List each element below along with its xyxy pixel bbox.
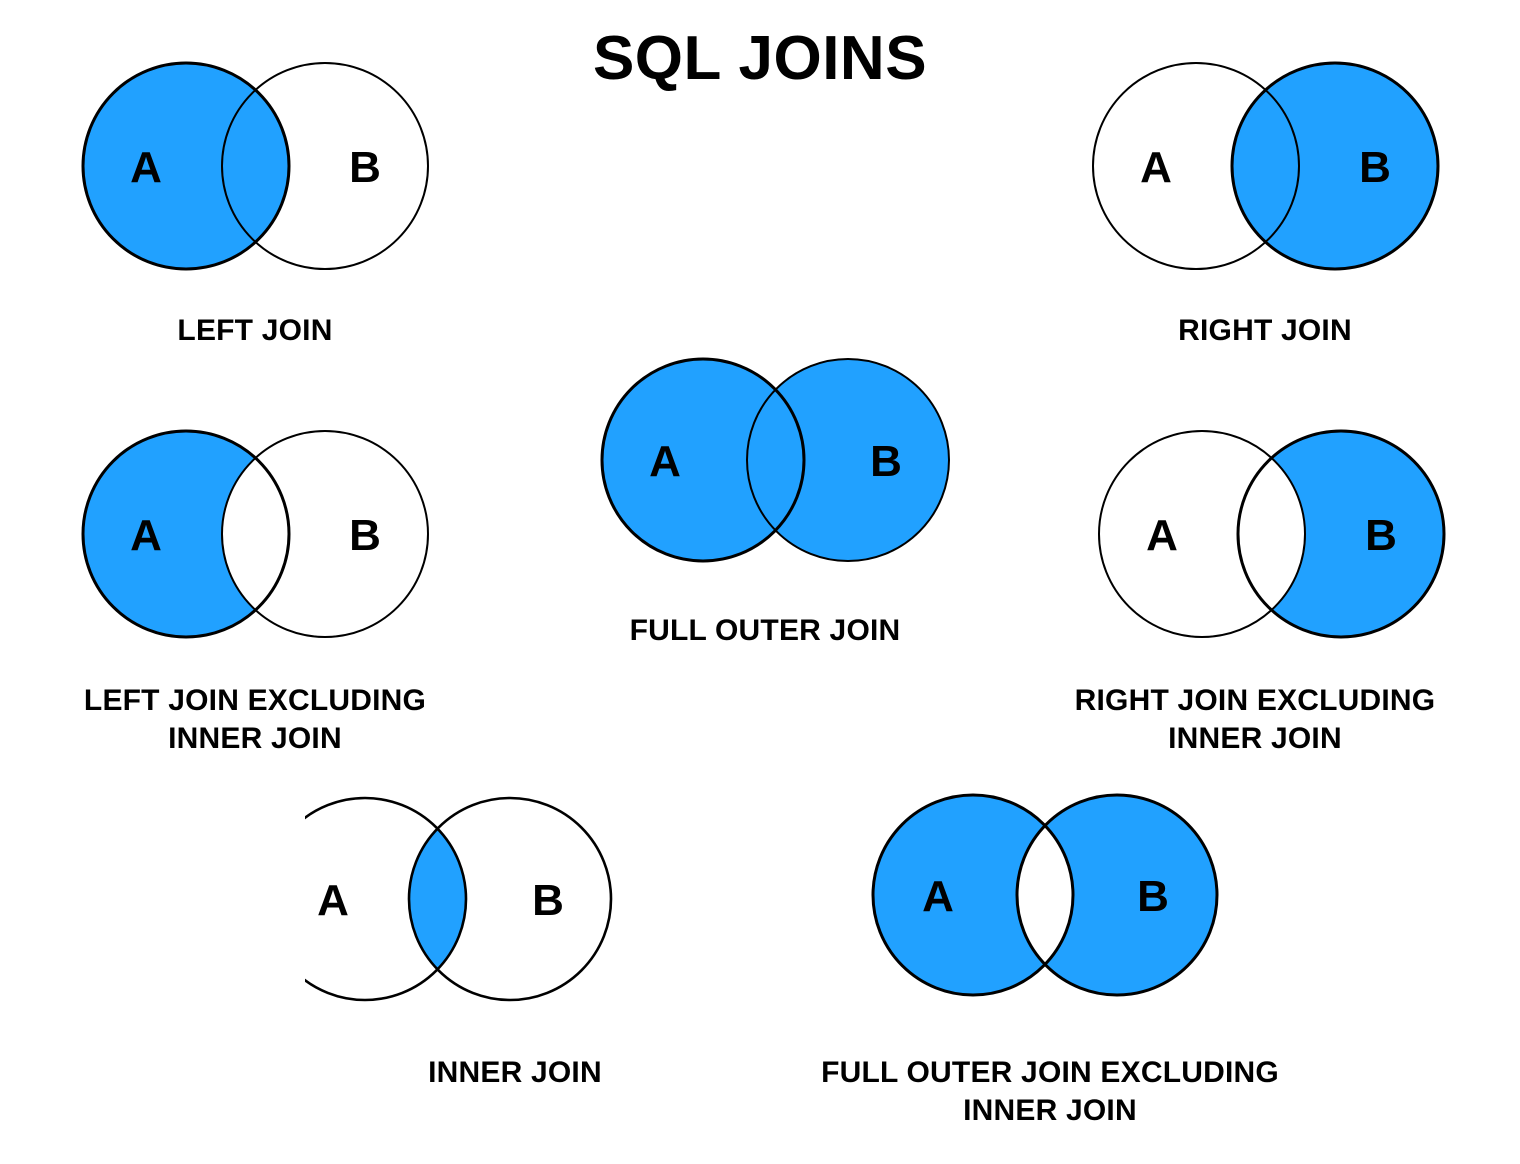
- set-a-label: A: [649, 437, 681, 486]
- circle-b-outline: [221, 62, 429, 270]
- symmetric-difference-fill: [760, 788, 1340, 1038]
- venn-left-join-excluding: A B: [30, 418, 480, 668]
- venn-right-join-excluding: A B: [1020, 418, 1490, 668]
- caption-line: LEFT JOIN EXCLUDING: [83, 684, 427, 717]
- circle-b-outline: [746, 358, 950, 562]
- caption-line: RIGHT JOIN: [1178, 314, 1352, 347]
- caption-line: INNER JOIN: [168, 722, 342, 756]
- page-title: SQL JOINS: [592, 24, 928, 93]
- caption-full-outer-join-excluding-inner-join: FULL OUTER JOIN EXCLUDING INNER JOIN: [760, 1054, 1340, 1131]
- circle-b-outline: [1230, 61, 1440, 271]
- set-b-label: B: [1137, 872, 1169, 921]
- circle-a-outline: [1092, 62, 1300, 270]
- diagram-left-join-excluding-inner-join: A B LEFT JOIN EXCLUDING INNER JOIN: [30, 418, 480, 759]
- diagram-full-outer-join: A B FULL OUTER JOIN: [555, 348, 975, 650]
- circle-a-outline: [81, 61, 291, 271]
- circle-b-outline: [407, 796, 613, 1002]
- set-b-label: B: [349, 511, 381, 560]
- venn-left-join: A B: [81, 61, 429, 271]
- circle-a-fill: [602, 359, 804, 561]
- diagram-right-join-excluding-inner-join: A B RIGHT JOIN EXCLUDING INNER JOIN: [1020, 418, 1490, 759]
- caption-right-join: RIGHT JOIN: [1055, 312, 1475, 350]
- caption-line: FULL OUTER JOIN EXCLUDING: [821, 1056, 1279, 1089]
- circle-b-outline: [1236, 429, 1446, 639]
- set-b-label: B: [1359, 143, 1391, 192]
- set-a-label: A: [130, 511, 162, 560]
- set-b-label: B: [349, 143, 381, 192]
- circle-a-outline: [305, 796, 468, 1002]
- venn-full-outer-join: A B: [600, 357, 950, 563]
- set-b-label: B: [870, 437, 902, 486]
- set-a-label: A: [922, 872, 954, 921]
- caption-line: LEFT JOIN: [177, 314, 333, 347]
- set-b-label: B: [532, 876, 564, 925]
- circle-a-minus-b-fill: [30, 418, 480, 668]
- caption-inner-join: INNER JOIN: [305, 1054, 725, 1092]
- diagram-full-outer-join-excluding-inner-join: A B FULL OUTER JOIN EXCLUDING INNER JOIN: [760, 788, 1340, 1131]
- circle-a-outline: [871, 793, 1075, 997]
- caption-left-join: LEFT JOIN: [45, 312, 465, 350]
- circle-b-outline: [221, 430, 429, 638]
- caption-line: INNER JOIN: [1168, 722, 1342, 756]
- circle-b-minus-a-fill: [1020, 418, 1490, 668]
- circle-a-outline: [600, 357, 806, 563]
- diagram-inner-join: A B INNER JOIN: [305, 788, 725, 1092]
- diagram-left-join: A B LEFT JOIN: [45, 50, 465, 350]
- caption-line: INNER JOIN: [428, 1056, 602, 1089]
- venn-right-join: A B: [1092, 61, 1440, 271]
- circle-b-outline: [1015, 793, 1219, 997]
- circle-a-outline: [1098, 430, 1306, 638]
- caption-full-outer-join: FULL OUTER JOIN: [555, 612, 975, 650]
- venn-inner-join: A B: [305, 796, 613, 1002]
- set-b-label: B: [1365, 511, 1397, 560]
- diagram-right-join: A B RIGHT JOIN: [1055, 50, 1475, 350]
- set-a-label: A: [1140, 143, 1172, 192]
- set-a-label: A: [1146, 511, 1178, 560]
- circle-b-fill: [747, 359, 949, 561]
- circle-a-outline: [81, 429, 291, 639]
- circle-a-fill: [83, 63, 289, 269]
- caption-left-join-excluding-inner-join: LEFT JOIN EXCLUDING INNER JOIN: [30, 682, 480, 759]
- circle-b-fill: [1232, 63, 1438, 269]
- caption-right-join-excluding-inner-join: RIGHT JOIN EXCLUDING INNER JOIN: [1020, 682, 1490, 759]
- set-a-label: A: [130, 143, 162, 192]
- set-a-label: A: [317, 876, 349, 925]
- caption-line: INNER JOIN: [963, 1094, 1137, 1128]
- caption-line: RIGHT JOIN EXCLUDING: [1074, 684, 1436, 717]
- caption-line: FULL OUTER JOIN: [629, 614, 901, 647]
- venn-full-outer-join-excluding: A B: [760, 788, 1340, 1038]
